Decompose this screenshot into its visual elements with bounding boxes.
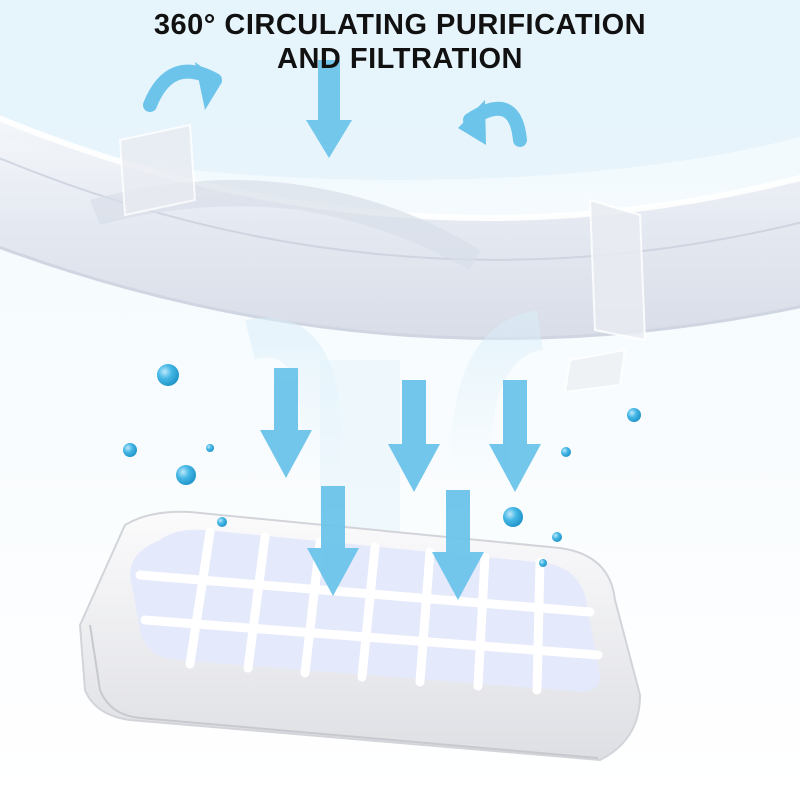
down-arrow-icon: [388, 380, 440, 492]
filter-cartridge: [78, 510, 642, 762]
water-bubble-icon: [627, 408, 641, 422]
water-bubble-icon: [217, 517, 227, 527]
down-arrow-icon: [306, 60, 352, 158]
curved-arrow-icon: [458, 100, 527, 147]
water-bubble-icon: [539, 559, 547, 567]
headline-line-2: AND FILTRATION: [277, 43, 523, 75]
fountain-rim: [0, 115, 800, 394]
water-bubble-icon: [206, 444, 214, 452]
down-arrow-icon: [260, 368, 312, 478]
headline-line-1: 360° CIRCULATING PURIFICATION: [153, 9, 647, 41]
water-bubble-icon: [503, 507, 523, 527]
water-bubble-icon: [176, 465, 196, 485]
water-bubble-icon: [561, 447, 571, 457]
water-bubbles: [123, 364, 641, 567]
water-bubble-icon: [552, 532, 562, 542]
down-arrow-icon: [432, 490, 484, 600]
water-bubble-icon: [123, 443, 137, 457]
down-arrow-icon: [489, 380, 541, 492]
curved-arrow-icon: [143, 62, 222, 112]
headline: 360° CIRCULATING PURIFICATION AND FILTRA…: [0, 8, 800, 76]
down-arrow-icon: [307, 486, 359, 596]
water-bubble-icon: [157, 364, 179, 386]
